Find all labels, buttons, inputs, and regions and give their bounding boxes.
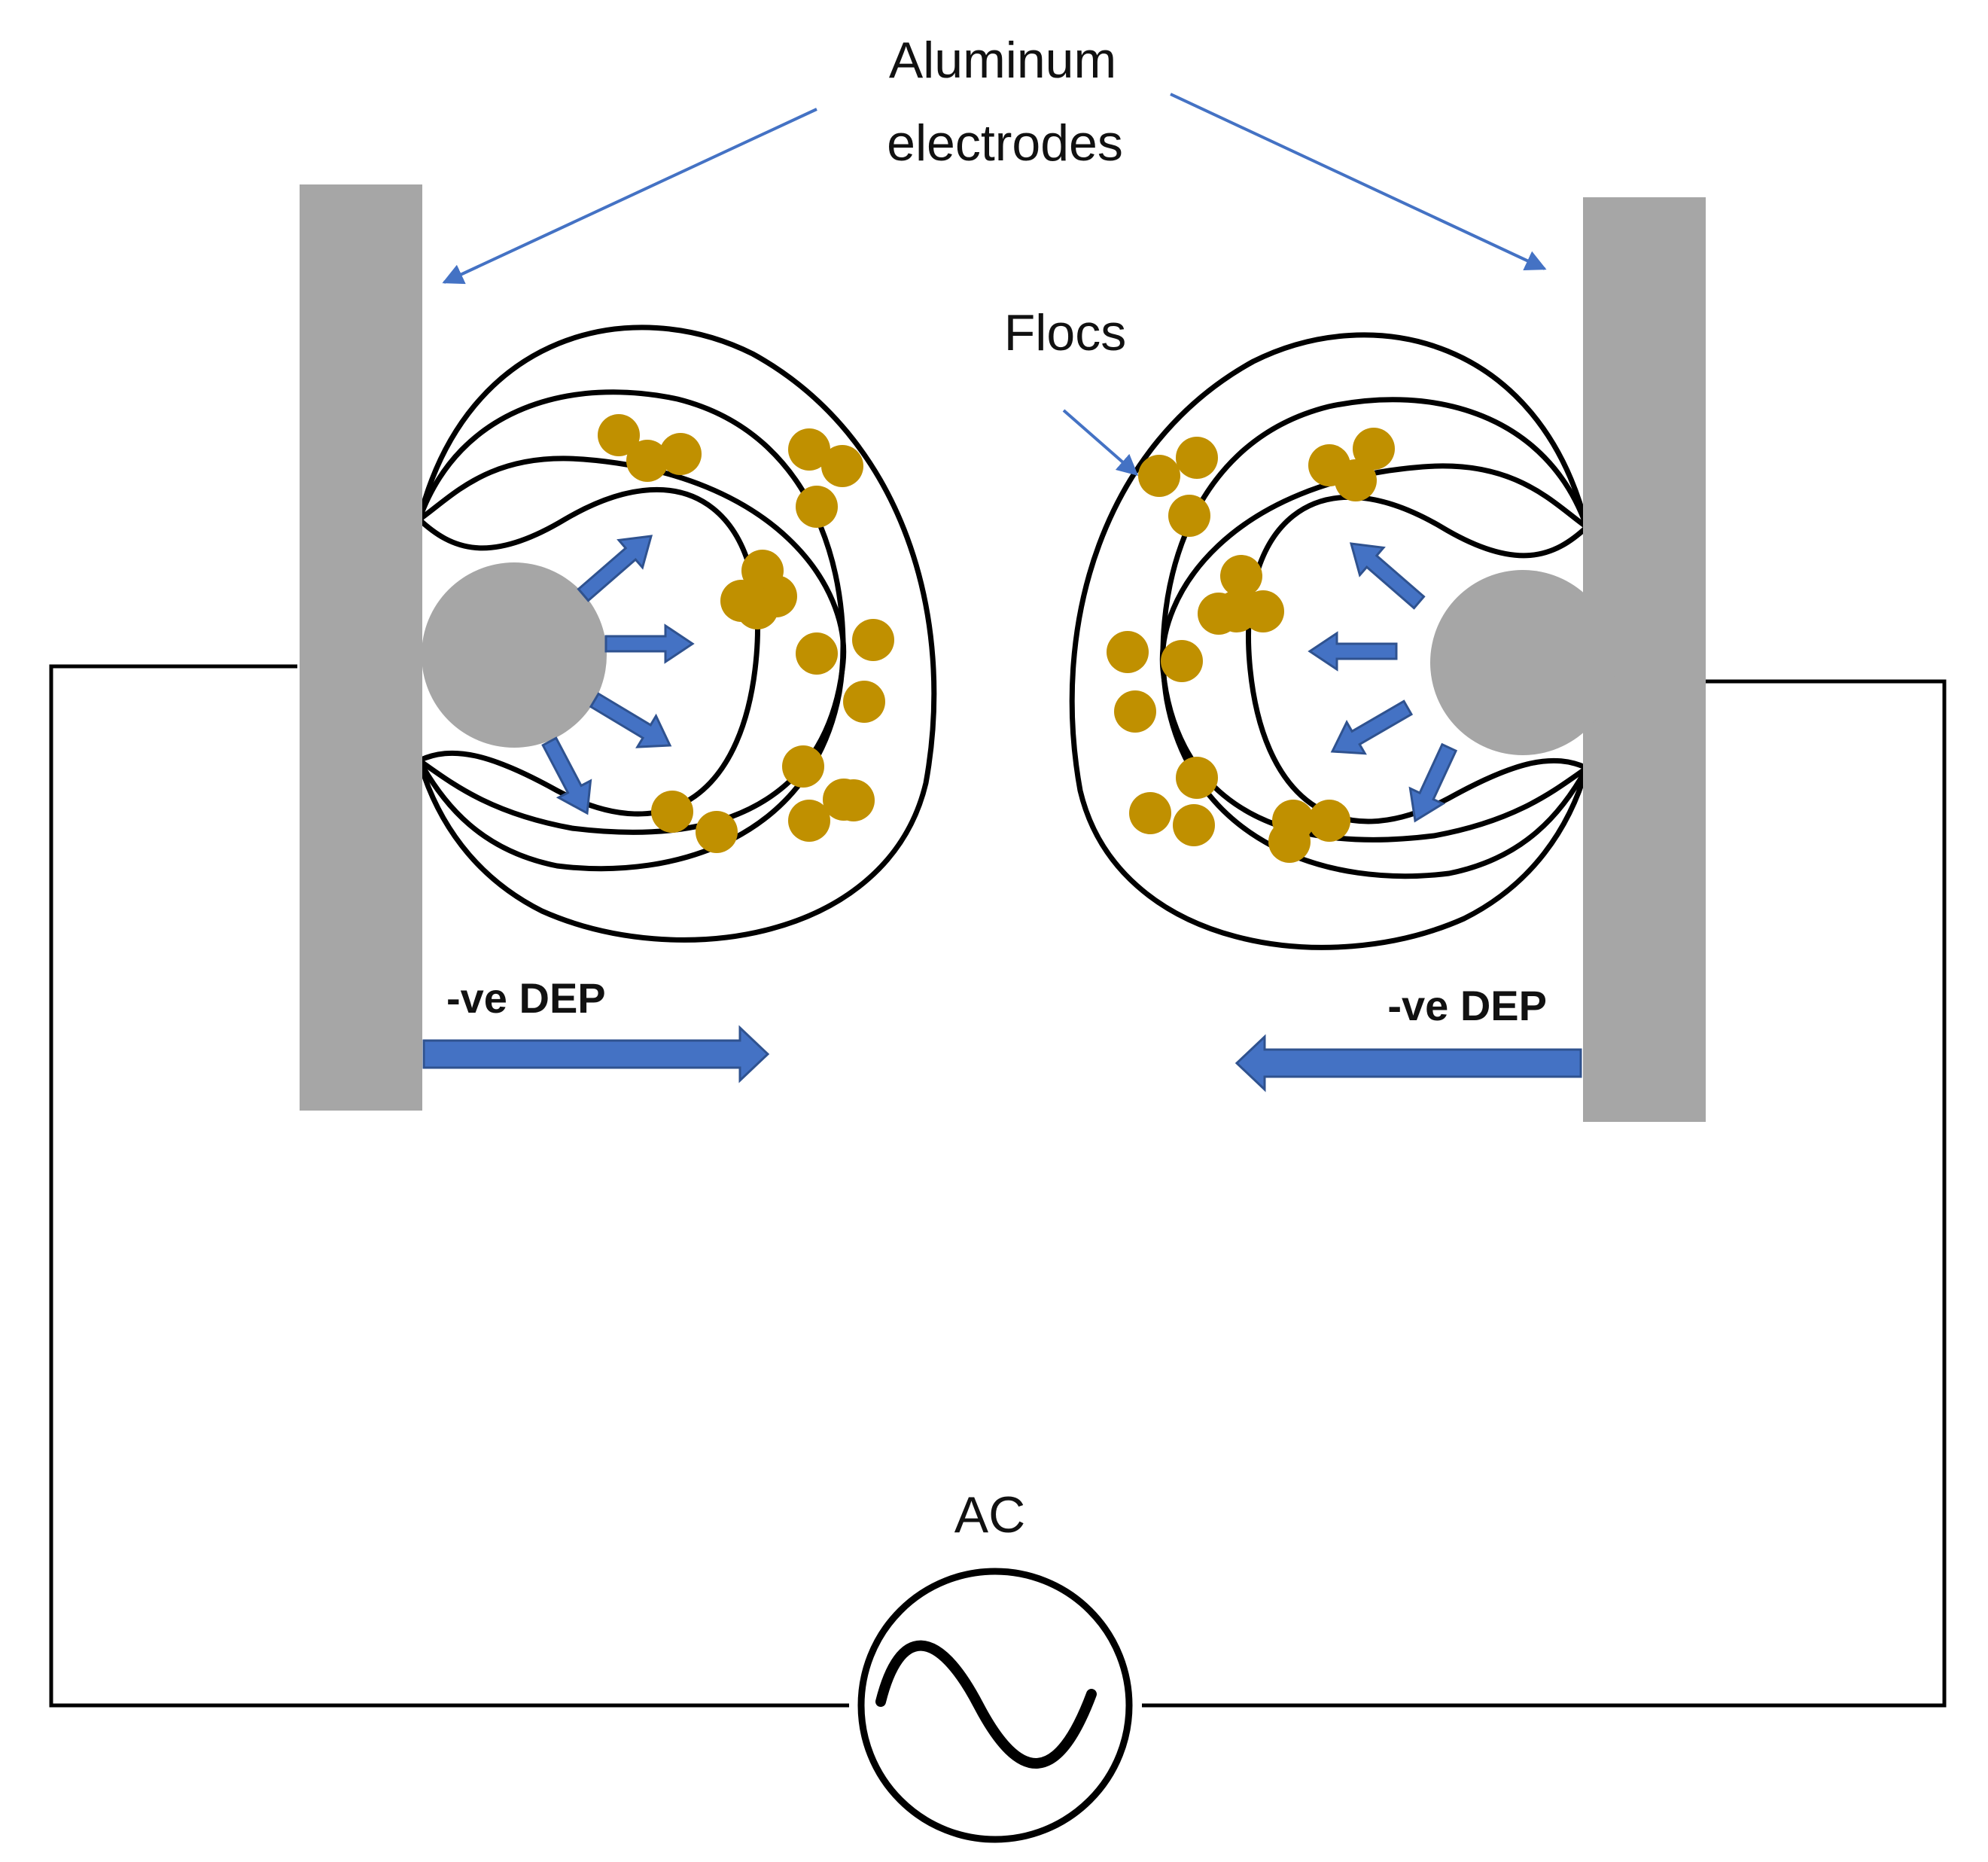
callout-arrow-right-electrode <box>1170 93 1547 271</box>
floc-particle <box>788 800 830 842</box>
floc-particle <box>626 440 668 482</box>
radial-dep-arrow <box>1330 699 1414 755</box>
floc-particle <box>852 619 894 661</box>
radial-dep-arrow <box>1349 542 1426 610</box>
floc-particle <box>1198 593 1240 635</box>
radial-dep-arrow <box>589 692 672 748</box>
label-electrodes: electrodes <box>887 114 1123 172</box>
floc-particle <box>1107 631 1149 673</box>
left-field-line-1 <box>417 486 760 817</box>
callout-arrow-flocs <box>1062 409 1139 476</box>
floc-particle <box>782 745 824 788</box>
floc-particle <box>651 791 693 833</box>
floc-particle <box>796 632 838 675</box>
label-dep-right: -ve DEP <box>1387 982 1547 1029</box>
floc-particle <box>796 486 838 528</box>
floc-particle <box>598 414 640 456</box>
floc-particle <box>833 779 875 821</box>
callout-arrow-left-electrode <box>442 108 817 285</box>
label-ac: AC <box>954 1486 1025 1544</box>
radial-dep-arrow <box>604 623 695 664</box>
floc-particle <box>1129 792 1171 834</box>
floc-particle <box>1176 757 1218 799</box>
ac-source <box>857 1568 1133 1843</box>
sine-wave-icon <box>875 1640 1097 1769</box>
label-flocs: Flocs <box>1004 304 1126 361</box>
floc-particle <box>1138 455 1180 497</box>
floc-particle <box>1220 555 1262 597</box>
label-dep-left: -ve DEP <box>446 974 606 1022</box>
floc-particle <box>1353 428 1395 470</box>
floc-particle <box>1161 640 1203 682</box>
floc-particle <box>1242 590 1284 632</box>
flocs-group <box>598 414 1395 863</box>
radial-dep-arrow <box>1308 631 1398 672</box>
right-field-lines <box>1069 332 1590 950</box>
floc-particle <box>736 587 778 629</box>
ac-source-circle <box>857 1568 1133 1843</box>
floc-particle <box>1308 800 1350 842</box>
circuit-wires <box>49 664 1947 1708</box>
floc-particle <box>788 428 830 471</box>
left-electrode-tip <box>422 562 607 748</box>
label-aluminum: Aluminum <box>889 32 1116 89</box>
radial-dep-arrow <box>577 535 653 602</box>
floc-particle <box>659 433 702 475</box>
floc-particle <box>1173 804 1215 846</box>
right-field-line-4 <box>1069 332 1590 950</box>
left-electrode <box>300 184 422 1111</box>
dep-arrow-left-to-right <box>422 1025 770 1083</box>
dep-arrow-right-to-left <box>1235 1034 1582 1093</box>
right-wire <box>1142 679 1947 1708</box>
left-field-lines <box>416 325 937 943</box>
left-field-line-3 <box>416 389 846 872</box>
floc-particle <box>1176 437 1218 479</box>
right-electrode-tip <box>1430 570 1615 755</box>
left-wire <box>49 664 849 1708</box>
radial-dep-arrow <box>541 736 592 815</box>
floc-particle <box>1268 821 1311 863</box>
floc-particle <box>696 811 738 853</box>
radial-dep-arrows <box>541 535 1458 823</box>
right-field-line-3 <box>1160 397 1590 879</box>
floc-particle <box>821 445 863 487</box>
radial-dep-arrow <box>1408 742 1458 823</box>
left-field-line-4 <box>416 325 937 943</box>
floc-particle <box>843 681 885 723</box>
floc-particle <box>1335 459 1377 501</box>
floc-particle <box>1168 495 1210 537</box>
right-field-line-1 <box>1246 494 1589 824</box>
floc-particle <box>1114 690 1156 733</box>
